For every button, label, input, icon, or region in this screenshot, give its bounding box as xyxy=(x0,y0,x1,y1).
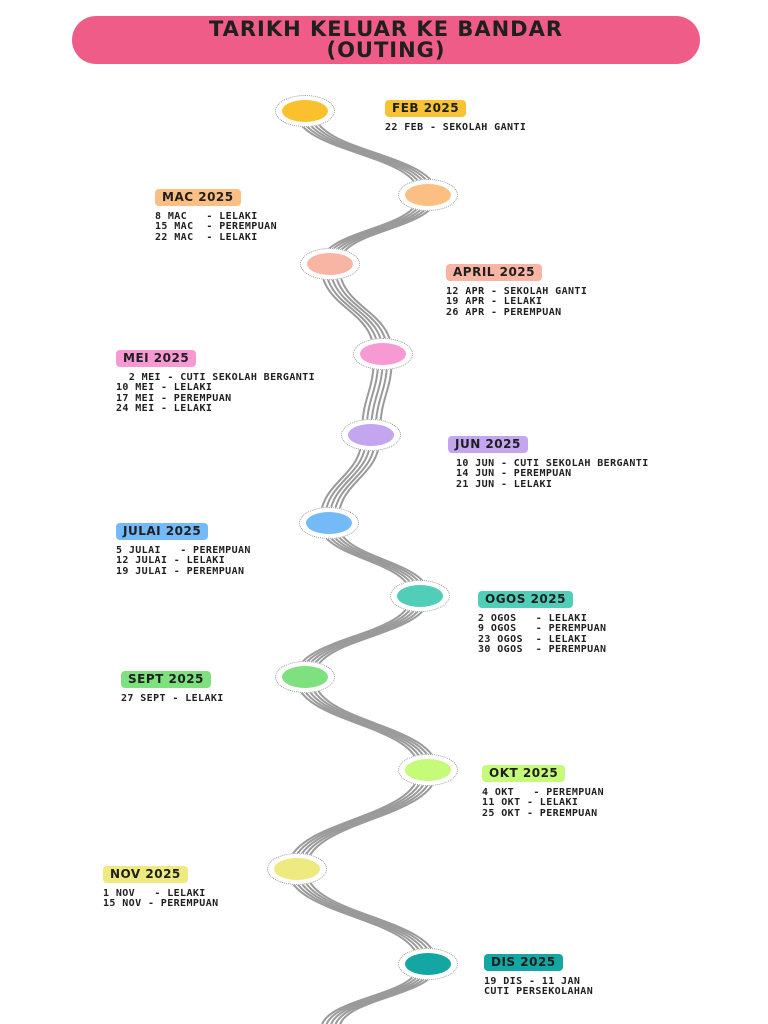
entry-line: 9 OGOS - PEREMPUAN xyxy=(478,623,607,635)
entry-list: 12 APR - SEKOLAH GANTI 19 APR - LELAKI 2… xyxy=(446,286,588,318)
node-ogos xyxy=(390,580,450,612)
entry-line: 22 MAC - LELAKI xyxy=(155,231,258,243)
entry-line: 15 NOV - PEREMPUAN xyxy=(103,898,219,910)
node-dot xyxy=(405,759,451,781)
entry-line: 12 APR - SEKOLAH GANTI xyxy=(446,286,588,297)
month-block-april: APRIL 2025 12 APR - SEKOLAH GANTI 19 APR… xyxy=(446,261,587,318)
month-block-julai: JULAI 2025 5 JULAI - PEREMPUAN 12 JULAI … xyxy=(116,520,251,577)
entry-line: 10 JUN - CUTI SEKOLAH BERGANTI xyxy=(456,458,649,469)
month-label: DIS 2025 xyxy=(484,954,563,971)
node-okt xyxy=(398,754,458,786)
node-dot xyxy=(397,585,443,607)
entry-line: 23 OGOS - LELAKI xyxy=(478,633,588,645)
entry-line: 10 MEI - LELAKI xyxy=(116,382,213,394)
entry-line: 2 MEI - CUTI SEKOLAH BERGANTI xyxy=(116,372,316,383)
month-block-mei: MEI 2025 2 MEI - CUTI SEKOLAH BERGANTI 1… xyxy=(116,347,315,414)
entry-line: 2 OGOS - LELAKI xyxy=(478,613,588,624)
entry-line: 19 DIS - 11 JAN xyxy=(484,976,581,987)
node-dot xyxy=(405,184,451,206)
month-block-jun: JUN 2025 10 JUN - CUTI SEKOLAH BERGANTI … xyxy=(448,433,649,490)
node-dot xyxy=(274,858,320,880)
month-block-okt: OKT 2025 4 OKT - PEREMPUAN 11 OKT - LELA… xyxy=(482,762,604,819)
node-nov xyxy=(267,853,327,885)
month-label: APRIL 2025 xyxy=(446,264,543,281)
entry-line: 27 SEPT - LELAKI xyxy=(121,693,224,704)
month-block-feb: FEB 2025 22 FEB - SEKOLAH GANTI xyxy=(385,97,526,133)
month-block-sept: SEPT 2025 27 SEPT - LELAKI xyxy=(121,668,224,704)
month-label: JULAI 2025 xyxy=(116,523,209,540)
entry-line: 25 OKT - PEREMPUAN xyxy=(482,807,598,819)
month-label: MAC 2025 xyxy=(155,189,241,206)
entry-list: 19 DIS - 11 JAN CUTI PERSEKOLAHAN xyxy=(484,976,594,998)
node-dot xyxy=(348,424,394,446)
month-label: FEB 2025 xyxy=(385,100,467,117)
node-julai xyxy=(299,507,359,539)
node-feb xyxy=(275,95,335,127)
month-label: SEPT 2025 xyxy=(121,671,211,688)
month-block-mac: MAC 2025 8 MAC - LELAKI 15 MAC - PEREMPU… xyxy=(155,186,277,243)
title-line-2: (OUTING) xyxy=(326,38,446,62)
month-block-dis: DIS 2025 19 DIS - 11 JAN CUTI PERSEKOLAH… xyxy=(484,951,593,998)
month-label: OKT 2025 xyxy=(482,765,566,782)
month-label: OGOS 2025 xyxy=(478,591,573,608)
node-dot xyxy=(282,666,328,688)
node-dot xyxy=(307,253,353,275)
entry-line: 11 OKT - LELAKI xyxy=(482,797,579,809)
entry-line: 17 MEI - PEREMPUAN xyxy=(116,392,232,404)
month-block-nov: NOV 2025 1 NOV - LELAKI 15 NOV - PEREMPU… xyxy=(103,863,219,910)
entry-line: CUTI PERSEKOLAHAN xyxy=(484,986,594,998)
month-label: JUN 2025 xyxy=(448,436,528,453)
entry-line: 15 MAC - PEREMPUAN xyxy=(155,221,277,233)
entry-line: 14 JUN - PEREMPUAN xyxy=(456,468,572,480)
node-jun xyxy=(341,419,401,451)
entry-line: 30 OGOS - PEREMPUAN xyxy=(478,643,607,655)
title-banner: TARIKH KELUAR KE BANDAR (OUTING) xyxy=(72,16,700,64)
entry-line: 1 NOV - LELAKI xyxy=(103,888,206,899)
entry-list: 10 JUN - CUTI SEKOLAH BERGANTI 14 JUN - … xyxy=(456,458,649,490)
entry-list: 27 SEPT - LELAKI xyxy=(121,693,224,704)
entry-list: 5 JULAI - PEREMPUAN 12 JULAI - LELAKI 19… xyxy=(116,545,251,577)
entry-list: 8 MAC - LELAKI 15 MAC - PEREMPUAN 22 MAC… xyxy=(155,211,277,243)
entry-list: 4 OKT - PEREMPUAN 11 OKT - LELAKI 25 OKT… xyxy=(482,787,604,819)
month-block-ogos: OGOS 2025 2 OGOS - LELAKI 9 OGOS - PEREM… xyxy=(478,588,606,655)
entry-line: 4 OKT - PEREMPUAN xyxy=(482,787,604,798)
entry-list: 2 MEI - CUTI SEKOLAH BERGANTI 10 MEI - L… xyxy=(116,372,316,414)
entry-line: 12 JULAI - LELAKI xyxy=(116,555,226,567)
entry-line: 8 MAC - LELAKI xyxy=(155,211,258,222)
node-sept xyxy=(275,661,335,693)
entry-list: 1 NOV - LELAKI 15 NOV - PEREMPUAN xyxy=(103,888,219,910)
node-mei xyxy=(353,338,413,370)
entry-line: 21 JUN - LELAKI xyxy=(456,478,553,490)
entry-list: 2 OGOS - LELAKI 9 OGOS - PEREMPUAN 23 OG… xyxy=(478,613,607,655)
node-april xyxy=(300,248,360,280)
node-dot xyxy=(405,953,451,975)
entry-line: 19 JULAI - PEREMPUAN xyxy=(116,565,245,577)
node-mac xyxy=(398,179,458,211)
title-line-1: TARIKH KELUAR KE BANDAR xyxy=(208,17,564,41)
node-dot xyxy=(282,100,328,122)
entry-list: 22 FEB - SEKOLAH GANTI xyxy=(385,122,527,133)
entry-line: 26 APR - PEREMPUAN xyxy=(446,306,562,318)
node-dot xyxy=(306,512,352,534)
month-label: NOV 2025 xyxy=(103,866,188,883)
entry-line: 5 JULAI - PEREMPUAN xyxy=(116,545,251,556)
node-dot xyxy=(360,343,406,365)
entry-line: 19 APR - LELAKI xyxy=(446,296,543,308)
entry-line: 24 MEI - LELAKI xyxy=(116,402,213,414)
entry-line: 22 FEB - SEKOLAH GANTI xyxy=(385,122,527,133)
month-label: MEI 2025 xyxy=(116,350,197,367)
node-dis xyxy=(398,948,458,980)
